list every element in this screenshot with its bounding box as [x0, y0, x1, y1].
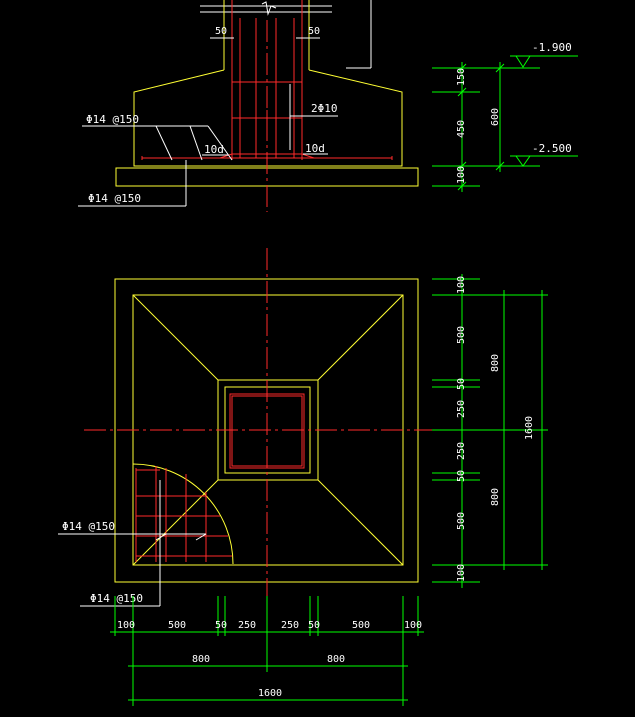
- cover-dims: 50 50: [210, 26, 320, 39]
- plan-rebar-x-label: Φ14 @150: [62, 520, 115, 533]
- cover-left-label: 50: [215, 26, 227, 37]
- rebar-column-label: 2Φ10: [311, 102, 338, 115]
- plan-bottom-half-left: 800: [192, 654, 210, 665]
- plan-right-dim-1: 100: [456, 276, 467, 294]
- plan-rebar-mesh: [132, 463, 234, 565]
- plan-right-dim-2: 500: [456, 326, 467, 344]
- cover-right-label: 50: [308, 26, 320, 37]
- rebar-callout-column: 2Φ10: [289, 84, 338, 150]
- plan-right-dim-3: 50: [456, 378, 467, 390]
- column-break-lines: [200, 1, 332, 16]
- anchor-right-label: 10d: [305, 142, 325, 155]
- plan-right-dim-4: 250: [456, 400, 467, 418]
- plan-right-half-top: 800: [490, 354, 501, 372]
- section-view: 50 50 Φ14 @150 10d 10d 2Φ10: [78, 0, 578, 212]
- plan-bottom-dim-4: 250: [238, 620, 256, 631]
- elev-bottom-label: -2.500: [532, 142, 572, 155]
- elev-top-label: -1.900: [532, 41, 572, 54]
- rebar-callout-base: Φ14 @150: [82, 113, 233, 161]
- column-outline: [223, 0, 310, 70]
- plan-view: Φ14 @150 Φ14 @150 100 500 50 250 250: [58, 248, 548, 706]
- plan-right-dims: 100 500 50 250 250 50 500 100 800 800 16…: [432, 274, 548, 588]
- plan-bottom-dims: 100 500 50 250 250 50 500 100 800 800 16…: [110, 596, 424, 706]
- plan-right-dim-5: 250: [456, 442, 467, 460]
- rebar-base-bottom-label: Φ14 @150: [88, 192, 141, 205]
- plan-bottom-dim-2: 500: [168, 620, 186, 631]
- plan-callout-x: Φ14 @150: [58, 520, 207, 541]
- plan-bottom-dim-5: 250: [281, 620, 299, 631]
- rebar-base-label: Φ14 @150: [86, 113, 139, 126]
- plan-right-total: 1600: [524, 416, 535, 440]
- plan-right-half-bottom: 800: [490, 488, 501, 506]
- dim-450-label: 450: [456, 120, 467, 138]
- dim-100-label: 100: [456, 166, 467, 184]
- plan-right-dim-6: 50: [456, 470, 467, 482]
- elevation-top: -1.900: [502, 41, 578, 69]
- plan-right-dim-8: 100: [456, 564, 467, 582]
- plan-bottom-dim-3: 50: [215, 620, 227, 631]
- plan-rebar-y-label: Φ14 @150: [90, 592, 143, 605]
- plan-bottom-total: 1600: [258, 688, 282, 699]
- slope-lines: [132, 294, 404, 566]
- elevation-bottom: -2.500: [502, 142, 578, 167]
- rebar-callout-base-bottom: Φ14 @150: [78, 160, 187, 207]
- plan-bottom-dim-8: 100: [404, 620, 422, 631]
- section-vertical-dims: 150 450 100 600: [432, 62, 505, 192]
- plan-right-dim-7: 500: [456, 512, 467, 530]
- plan-bottom-dim-7: 500: [352, 620, 370, 631]
- dim-150-label: 150: [456, 68, 467, 86]
- plan-bottom-dim-1: 100: [117, 620, 135, 631]
- dim-600-label: 600: [490, 108, 501, 126]
- plan-bottom-half-right: 800: [327, 654, 345, 665]
- plan-callout-y: Φ14 @150: [80, 480, 161, 607]
- anchor-left-label: 10d: [204, 143, 224, 156]
- plan-bottom-dim-6: 50: [308, 620, 320, 631]
